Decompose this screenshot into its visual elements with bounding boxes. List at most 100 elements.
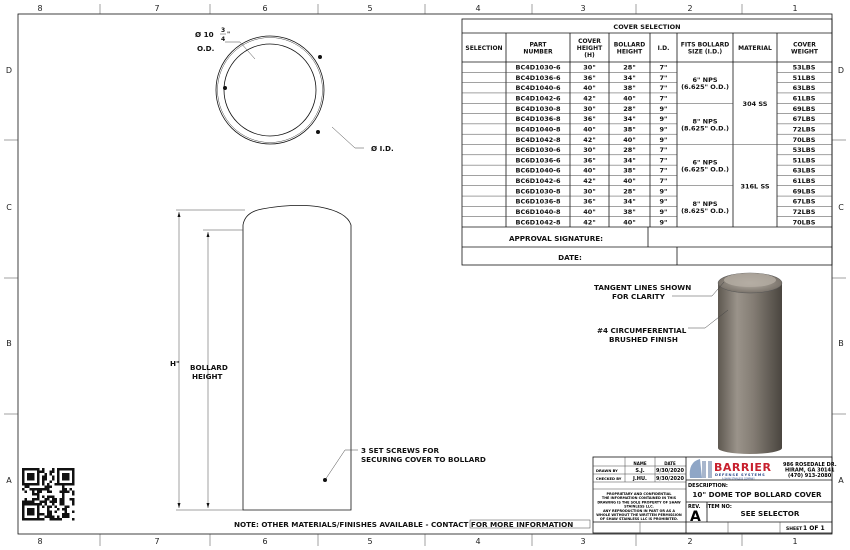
cell-part: BC4D1040-8: [516, 125, 561, 133]
column-header: SELECTION: [465, 45, 502, 52]
zone-column-label: 4: [475, 537, 480, 546]
cell-id: 9": [660, 115, 668, 123]
title-block: NAME DATE DRAWN BY S.J. 9/30/2020 CHECKE…: [592, 456, 837, 534]
cell-cover-height: 36": [583, 198, 595, 206]
fits-bollard-size: (6.625" O.D.): [681, 83, 729, 91]
cell-bollard-height: 40": [623, 95, 635, 103]
svg-text:DATE: DATE: [664, 461, 676, 466]
cell-part: BC6D1040-8: [516, 208, 561, 216]
column-header: I.D.: [658, 45, 670, 52]
column-header: PART: [530, 42, 548, 49]
cell-part: BC6D1036-8: [516, 198, 561, 206]
zone-column-label: 7: [154, 4, 159, 13]
cell-weight: 53LBS: [793, 146, 816, 154]
cell-weight: 61LBS: [793, 95, 816, 103]
proprietary-notice: DRAWING IS THE SOLE PROPERTY OF SHAW: [597, 500, 681, 504]
cell-id: 7": [660, 74, 668, 82]
cell-weight: 63LBS: [793, 84, 816, 92]
cell-cover-height: 42": [583, 218, 595, 226]
cell-bollard-height: 38": [623, 84, 635, 92]
column-header: HEIGHT: [617, 48, 643, 55]
proprietary-notice: ANY REPRODUCTION IN PART OR AS A: [603, 509, 675, 513]
zone-row-label: B: [6, 339, 12, 348]
cell-bollard-height: 34": [623, 115, 635, 123]
cell-id: 9": [660, 208, 668, 216]
cell-part: BC6D1036-6: [516, 156, 561, 164]
cell-id: 9": [660, 105, 668, 113]
cell-cover-height: 36": [583, 156, 595, 164]
svg-text:A SHAW STAINLESS COMPANY: A SHAW STAINLESS COMPANY: [722, 478, 755, 481]
cell-id: 7": [660, 64, 668, 72]
proprietary-notice: THE INFORMATION CONTAINED IN THIS: [602, 496, 677, 500]
cell-part: BC4D1036-8: [516, 115, 561, 123]
cell-bollard-height: 40": [623, 177, 635, 185]
svg-text:BRUSHED FINISH: BRUSHED FINISH: [609, 335, 678, 344]
cell-bollard-height: 28": [623, 105, 635, 113]
cell-weight: 69LBS: [793, 187, 816, 195]
zone-row-label: A: [6, 476, 12, 485]
cell-cover-height: 42": [583, 136, 595, 144]
cell-part: BC4D1042-8: [516, 136, 561, 144]
table-title: COVER SELECTION: [613, 23, 680, 31]
cell-cover-height: 36": [583, 74, 595, 82]
zone-column-label: 6: [262, 537, 267, 546]
cell-bollard-height: 40": [623, 218, 635, 226]
set-screw-icon: [316, 130, 320, 134]
cell-weight: 67LBS: [793, 115, 816, 123]
zone-column-label: 5: [367, 4, 372, 13]
cell-weight: 63LBS: [793, 167, 816, 175]
approval-signature-label: APPROVAL SIGNATURE:: [509, 234, 603, 243]
column-header: COVER: [578, 38, 601, 45]
cover-selection-table: COVER SELECTION APPROVAL SIGNATURE: DATE…: [461, 18, 833, 266]
cell-id: 7": [660, 146, 668, 154]
cell-weight: 53LBS: [793, 64, 816, 72]
cell-cover-height: 36": [583, 115, 595, 123]
svg-text:TANGENT LINES SHOWN: TANGENT LINES SHOWN: [594, 283, 691, 292]
item-number-value: SEE SELECTOR: [741, 509, 800, 518]
svg-text:DEFENSE SYSTEMS: DEFENSE SYSTEMS: [715, 473, 766, 477]
svg-text:DRAWN BY: DRAWN BY: [596, 469, 618, 473]
zone-row-label: D: [838, 66, 844, 75]
svg-text:986 ROSEDALE DR.: 986 ROSEDALE DR.: [783, 462, 837, 468]
svg-text:9/30/2020: 9/30/2020: [656, 476, 685, 482]
cell-id: 7": [660, 84, 668, 92]
material: 316L SS: [740, 182, 769, 190]
cell-weight: 70LBS: [793, 136, 816, 144]
svg-text:SHEET: SHEET: [786, 526, 803, 532]
cell-part: BC4D1036-6: [516, 74, 561, 82]
iso-view: TANGENT LINES SHOWN FOR CLARITY #4 CIRCU…: [594, 272, 783, 454]
cell-part: BC6D1042-6: [516, 177, 561, 185]
cell-cover-height: 30": [583, 105, 595, 113]
zone-column-label: 3: [580, 4, 585, 13]
table-row: BC4D1036-8 36" 34" 9" 67LBS: [516, 115, 816, 123]
svg-text:3 SET SCREWS FOR: 3 SET SCREWS FOR: [361, 446, 440, 455]
column-header: (H): [584, 52, 595, 59]
qr-code: [22, 468, 75, 521]
revision-value: A: [690, 509, 701, 525]
cell-cover-height: 40": [583, 84, 595, 92]
svg-text:9/30/2020: 9/30/2020: [656, 468, 685, 474]
cell-bollard-height: 38": [623, 167, 635, 175]
fits-bollard-size: 8" NPS: [692, 200, 717, 208]
cell-id: 7": [660, 156, 668, 164]
fits-bollard-size: (8.625" O.D.): [681, 124, 729, 132]
cell-bollard-height: 40": [623, 136, 635, 144]
svg-text:S.J.: S.J.: [635, 468, 644, 474]
svg-text:3: 3: [221, 27, 225, 34]
svg-text:DESCRIPTION:: DESCRIPTION:: [688, 483, 728, 489]
proprietary-notice: PROPRIETARY AND CONFIDENTIAL: [607, 492, 673, 496]
sheet-number: 1 OF 1: [803, 525, 825, 532]
cell-cover-height: 40": [583, 167, 595, 175]
cell-id: 9": [660, 125, 668, 133]
zone-column-label: 2: [687, 537, 692, 546]
zone-column-label: 8: [37, 537, 42, 546]
cell-id: 9": [660, 218, 668, 226]
fits-bollard-size: 6" NPS: [692, 159, 717, 167]
